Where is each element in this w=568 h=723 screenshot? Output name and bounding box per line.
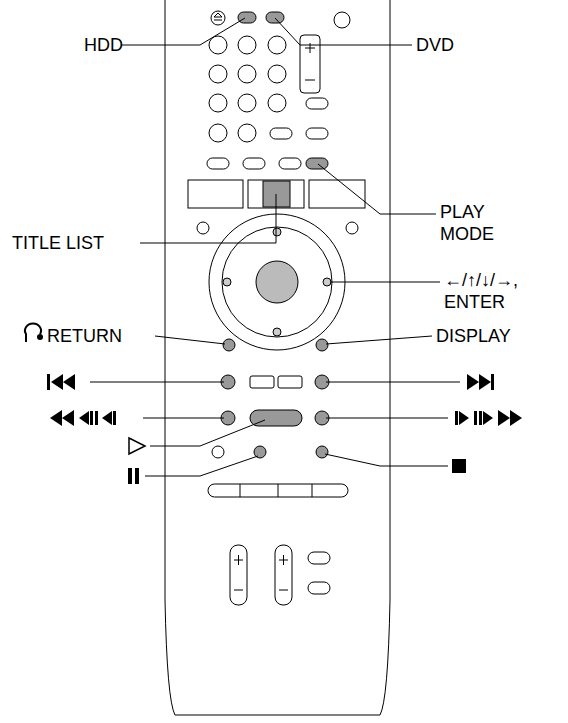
button-label: DISPLAY <box>436 325 536 347</box>
button-label: DVD <box>416 34 466 56</box>
button-label: ←/↑/↓/→, ENTER <box>444 269 562 313</box>
button-label: PLAY MODE <box>440 201 520 245</box>
button-label: RETURN <box>47 325 151 347</box>
button-label: TITLE LIST <box>12 232 136 254</box>
button-label: HDD <box>84 34 124 56</box>
